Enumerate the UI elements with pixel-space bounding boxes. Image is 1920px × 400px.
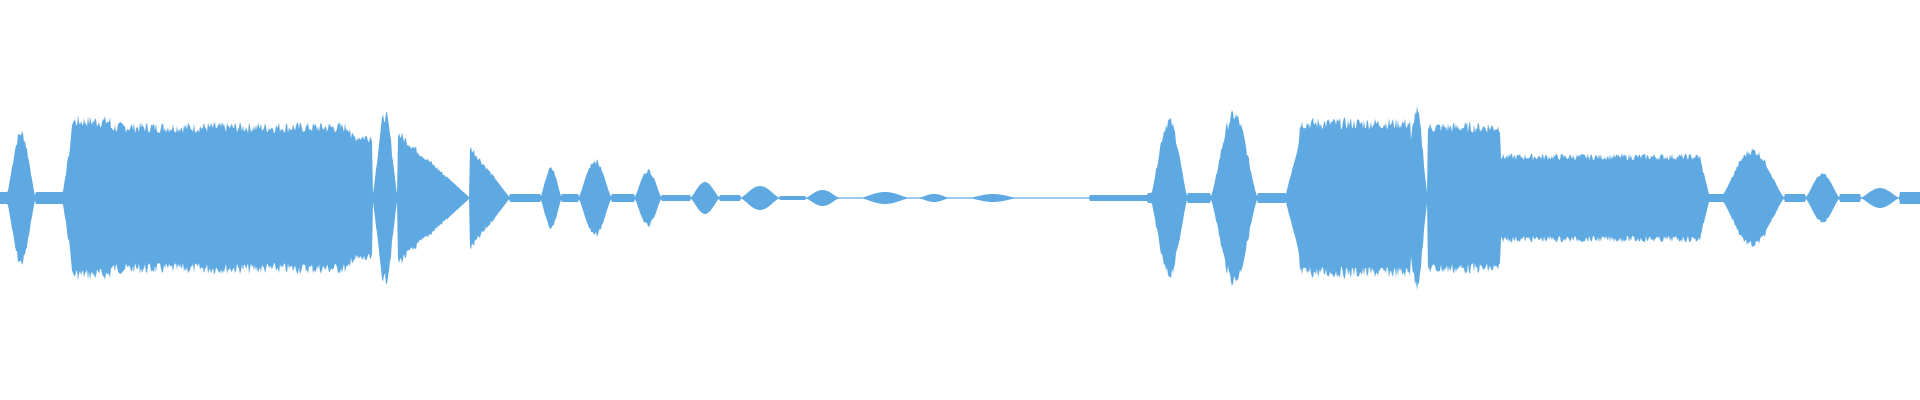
audio-waveform: [0, 106, 1920, 290]
